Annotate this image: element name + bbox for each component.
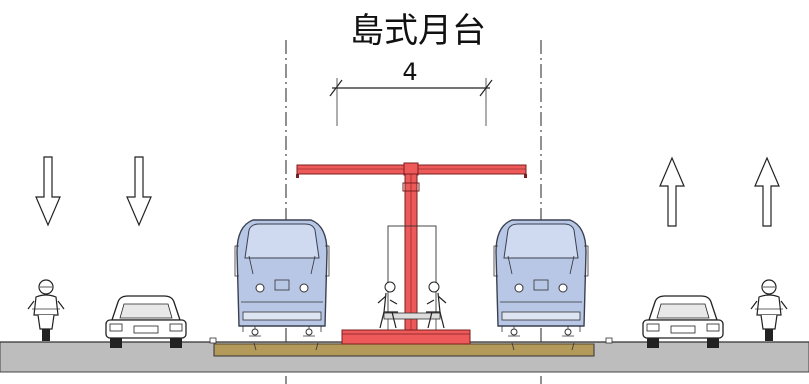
bench [383,312,441,320]
curb-marker-right [605,337,613,344]
motorcycle-icon [750,279,788,342]
motorcycle-icon [27,279,65,342]
rail-markers [253,342,575,351]
down-arrow-icon [35,156,61,226]
track-bed [213,343,595,357]
canopy-cap [403,162,419,176]
road-left-right [0,341,809,373]
tram-icon [234,219,330,337]
dimension-label: 4 [402,58,417,86]
canopy [296,162,527,331]
island-platform [341,329,471,345]
up-arrow-icon [659,157,685,227]
seated-person-icon [426,281,447,329]
up-arrow-icon [754,157,780,227]
platform-slab [341,329,471,345]
curb-marker-left [209,337,217,344]
diagram-title: 島式月台 [350,11,486,51]
road-surface [0,337,809,373]
seated-person-icon [377,281,398,329]
dimension-annotation: 4 [329,58,493,126]
bench-group [377,281,447,330]
dimension-tick-left [329,79,343,97]
down-arrow-icon [126,156,152,226]
tram-icon [493,219,589,337]
car-icon [105,295,187,349]
car-icon [642,295,724,349]
